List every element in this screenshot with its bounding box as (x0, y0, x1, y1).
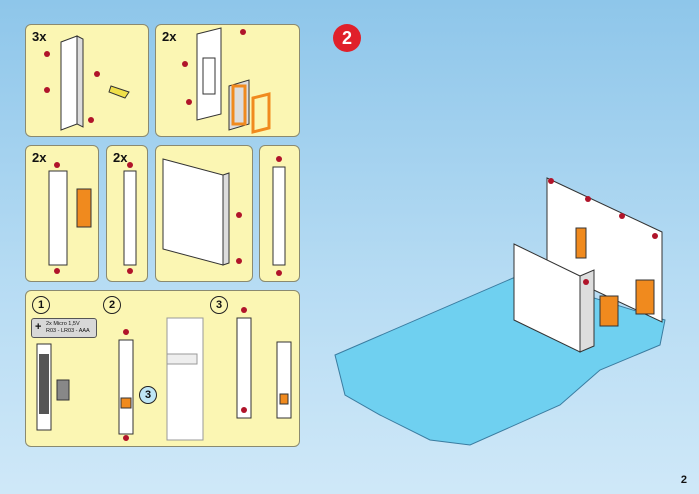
battery-spec-label: + 2x Micro 1,5V R03 - LR03 - AAA (31, 318, 97, 338)
battery-install-illustration (36, 307, 292, 441)
battery-type-text: 2x Micro 1,5V (46, 321, 80, 327)
pillar-illustration (123, 162, 137, 274)
panel-wall-part-3x: 3x (25, 24, 149, 137)
panel-window-wall-2x: 2x (155, 24, 300, 137)
callout-3-badge: 3 (139, 386, 157, 404)
battery-codes-text: R03 - LR03 - AAA (46, 328, 90, 334)
page-number: 2 (680, 474, 687, 486)
quantity-label: 2x (32, 150, 47, 165)
pillar-single-illustration (272, 156, 286, 276)
door-wall-illustration (48, 162, 92, 274)
quantity-label: 2x (162, 29, 177, 44)
step-number-badge: 2 (333, 24, 361, 52)
substep-2-badge: 2 (103, 296, 121, 314)
panel-battery-install (25, 290, 300, 447)
quantity-label: 2x (113, 150, 128, 165)
substep-3-badge: 3 (210, 296, 228, 314)
window-wall-illustration (182, 27, 271, 134)
substep-1-badge: 1 (32, 296, 50, 314)
quantity-label: 3x (32, 29, 47, 44)
wall-part-illustration (44, 35, 130, 131)
large-wall-illustration (162, 158, 242, 266)
plus-icon: + (35, 321, 42, 333)
